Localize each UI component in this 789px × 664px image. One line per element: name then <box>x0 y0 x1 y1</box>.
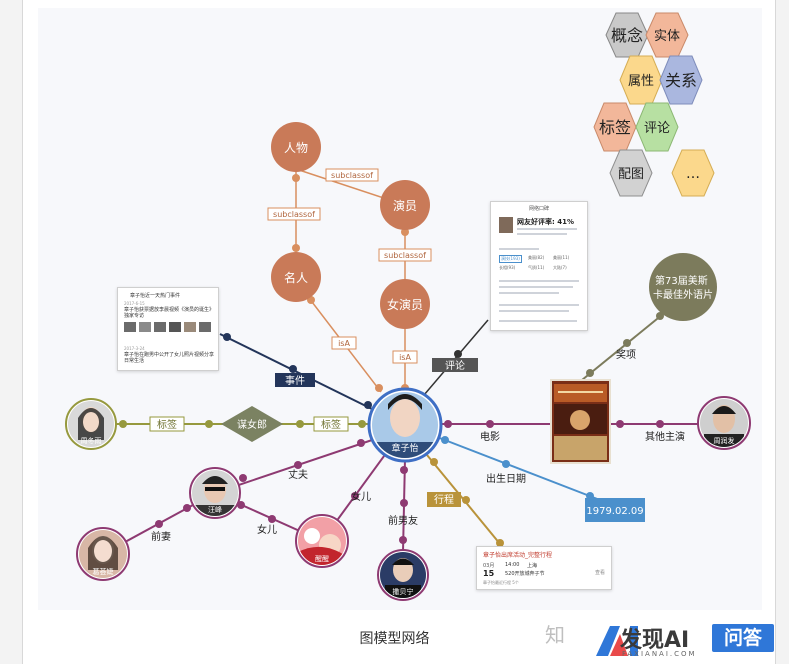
event-card-date-1: 2017-6-15 <box>124 301 145 306</box>
tag-node: 谋女郎 <box>221 406 283 442</box>
label-schedule: 行程 <box>434 493 454 506</box>
label-ex-boyfriend: 前男友 <box>388 514 418 527</box>
schedule-card-time: 14:00 <box>505 562 520 568</box>
label-tag-2: 标签 <box>321 418 341 431</box>
label-isa-2: isA <box>399 353 411 362</box>
legend-tag: 标签 <box>599 118 631 137</box>
person-label-zhou-runfa: 周润发 <box>714 436 735 445</box>
class-label-actress: 女演员 <box>387 297 423 312</box>
hex-relation <box>659 55 703 105</box>
legend-comment: 评论 <box>644 121 670 136</box>
comment-card-title: 网友好评率: 41% <box>517 218 574 226</box>
comment-avatar <box>499 217 513 233</box>
faxianai-logo-icon <box>596 626 638 656</box>
person-zhou-runfa: 周润发 <box>697 396 751 450</box>
event-card-title: 章子怡近一天热门事件 <box>130 293 181 299</box>
hex-more <box>671 149 715 197</box>
schedule-card-day: 15 <box>483 569 495 578</box>
person-wang-feng: 汪峰 <box>189 467 241 519</box>
label-movie: 电影 <box>480 430 500 443</box>
watermark-sub: FAXIANAI.COM <box>622 650 697 658</box>
class-label-actor: 演员 <box>393 198 417 213</box>
person-ge-fei: 葛荟婕 <box>76 527 130 581</box>
center-node-label: 章子怡 <box>391 442 418 454</box>
figure-caption: 图模型网络 <box>359 631 430 647</box>
class-node-person <box>271 122 321 172</box>
label-subclassof-3: subclassof <box>384 251 426 260</box>
label-tag-1: 标签 <box>157 418 177 431</box>
label-award: 奖项 <box>616 348 636 361</box>
legend-attribute: 属性 <box>628 74 654 89</box>
watermark-brand: 发现AI <box>620 628 690 653</box>
class-nodes: 人物 演员 名人 女演员 <box>271 122 430 329</box>
schedule-card-month: 03月 <box>483 563 495 569</box>
label-isa-1: isA <box>338 339 350 348</box>
person-label-wang-feng: 汪峰 <box>208 505 222 514</box>
person-xing-fei: 醒醒 <box>295 514 349 568</box>
person-zhou-dongyu: 周冬雨 <box>65 398 117 450</box>
event-card-thumb <box>124 322 212 336</box>
comment-chip-1: 美丽(82) <box>528 255 545 260</box>
schedule-card-footer: 章子怡最近行程 5个 <box>483 580 519 585</box>
schedule-card-place: 520开放城奔子节 <box>505 571 545 577</box>
legend-relation: 关系 <box>665 71 697 90</box>
legend-hexagons: 概念 实体 属性 关系 标签 评论 配图 … <box>593 12 715 197</box>
class-node-celebrity <box>271 252 321 302</box>
label-daughter-1: 女儿 <box>351 490 371 503</box>
comment-card: 网络口碑 网友好评率: 41% 演技(193) 美丽(82) 美丽(11) 长相… <box>490 201 588 331</box>
event-card-headline-1: 章子怡获票据放李晨视频《演员的诞生》独家专访 <box>124 307 215 319</box>
event-card-date-2: 2017-3-24 <box>124 346 145 351</box>
movie-poster <box>550 379 611 464</box>
schedule-card-more[interactable]: 查看 <box>595 570 606 576</box>
birthdate-value: 1979.02.09 <box>585 498 645 522</box>
plain-labels: 丈夫 女儿 女儿 前妻 前男友 电影 出生日期 奖项 其他主演 <box>151 348 685 543</box>
label-event: 事件 <box>285 374 305 387</box>
tag-node-label: 谋女郎 <box>237 418 267 431</box>
event-card-headline-2: 章子怡在跑男中公开了女儿照片视频分享日常生活 <box>124 352 215 364</box>
center-node: 章子怡 <box>367 387 443 463</box>
event-card: 章子怡近一天热门事件 2017-6-15 章子怡获票据放李晨视频《演员的诞生》独… <box>117 287 219 371</box>
person-huo-qin: 撒贝宁 <box>377 549 429 601</box>
comment-chip-2: 美丽(11) <box>553 255 570 260</box>
comment-chip-5: 大陆(7) <box>553 265 567 270</box>
relation-boxes: 事件 评论 标签 标签 行程 <box>149 358 478 507</box>
comment-chip-0: 演技(193) <box>499 255 522 263</box>
award-node: 第73届美斯 卡最佳外语片 <box>649 253 717 321</box>
comment-chip-3: 长相(93) <box>499 265 516 270</box>
class-label-person: 人物 <box>284 141 308 155</box>
legend-picture: 配图 <box>618 167 644 182</box>
legend-entity: 实体 <box>654 29 680 44</box>
comment-card-top: 网络口碑 <box>528 206 549 212</box>
label-birthdate: 出生日期 <box>486 472 526 485</box>
legend-concept: 概念 <box>611 26 643 45</box>
award-node-label: 第73届美斯 卡最佳外语片 <box>653 274 713 301</box>
label-subclassof-2: subclassof <box>273 210 315 219</box>
label-daughter-2: 女儿 <box>257 523 277 536</box>
person-label-ge-fei: 葛荟婕 <box>93 567 114 576</box>
hex-comment <box>635 102 679 152</box>
watermark-badge: 问答 <box>712 624 774 652</box>
class-node-actress <box>380 279 430 329</box>
hex-picture <box>609 149 653 197</box>
zhihu-watermark: 知 <box>545 623 565 647</box>
schedule-card: 章子怡出席活动_完整行程 03月 15 14:00 上海 520开放城奔子节 查… <box>476 546 612 590</box>
class-node-actor <box>380 180 430 230</box>
comment-chip-4: 气质(11) <box>528 265 545 270</box>
birthdate-value-label: 1979.02.09 <box>586 506 643 517</box>
person-label-xing-fei: 醒醒 <box>315 555 329 563</box>
legend-more: … <box>686 166 700 182</box>
person-label-huo-qin: 撒贝宁 <box>393 587 414 596</box>
label-comment: 评论 <box>445 359 465 372</box>
label-husband: 丈夫 <box>288 469 308 481</box>
class-label-celebrity: 名人 <box>284 270 308 285</box>
label-co-star: 其他主演 <box>645 430 685 443</box>
schedule-card-city: 上海 <box>527 563 538 569</box>
hierarchy-labels: subclassof subclassof subclassof isA isA <box>267 168 432 364</box>
label-subclassof-1: subclassof <box>331 171 373 180</box>
label-ex-wife: 前妻 <box>151 530 171 543</box>
person-label-zhou-dongyu: 周冬雨 <box>81 436 102 445</box>
schedule-card-title: 章子怡出席活动_完整行程 <box>483 552 553 559</box>
